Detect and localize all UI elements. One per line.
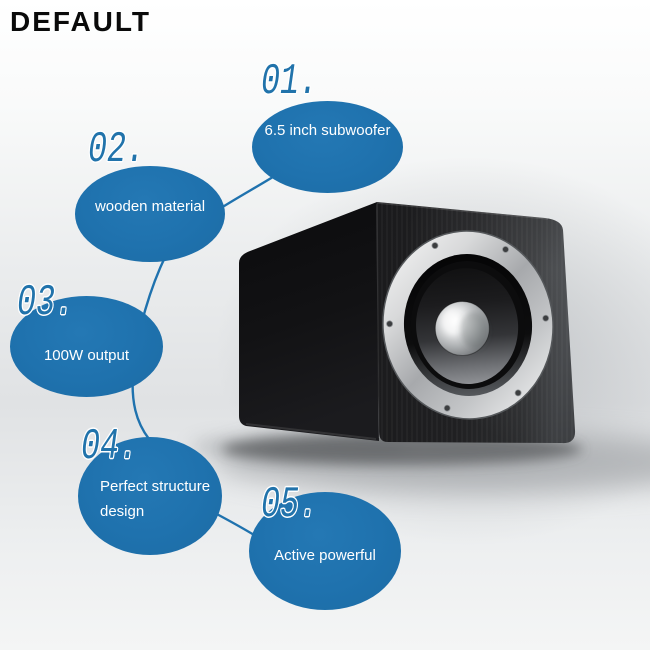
speaker-side-panel <box>239 202 379 441</box>
page-title: DEFAULT <box>10 6 152 37</box>
feature-bubble-03 <box>10 296 163 397</box>
feature-number-04: 04. <box>81 422 139 472</box>
feature-label-05: Active powerful <box>274 547 376 564</box>
feature-label-04: Perfect structure design <box>100 478 211 520</box>
feature-number-02: 02. <box>88 125 146 175</box>
feature-bubble-05 <box>249 492 401 610</box>
feature-number-05: 05. <box>261 480 319 530</box>
feature-bubble-01 <box>252 101 403 193</box>
driver-screws <box>386 242 550 412</box>
feature-bubble-02 <box>75 166 225 262</box>
feature-label-03: 100W output <box>43 347 130 364</box>
feature-label-01: 6.5 inch subwoofer <box>264 122 391 139</box>
speaker-driver <box>382 230 554 420</box>
feature-number-03: 03. <box>17 278 75 328</box>
feature-bubble-04 <box>78 437 222 555</box>
feature-label-02: wooden material <box>94 198 206 215</box>
speaker-box <box>239 202 576 444</box>
feature-number-01: 01. <box>261 57 319 107</box>
